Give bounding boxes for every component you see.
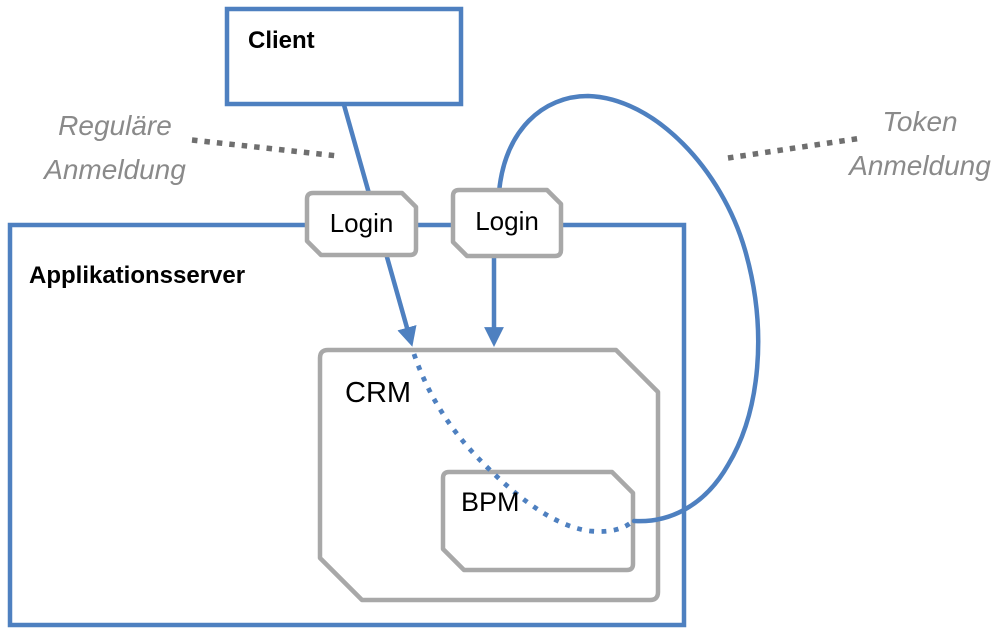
regular-login-leader-dots — [191, 137, 339, 159]
login-right-label: Login — [475, 206, 539, 236]
regular-login-annotation: Reguläre Anmeldung — [25, 104, 205, 192]
session-dotted-curve — [411, 353, 635, 534]
token-login-annotation-line2: Anmeldung — [849, 150, 991, 181]
login-left-label: Login — [329, 208, 394, 238]
client-box — [224, 6, 464, 107]
bpm-box — [440, 469, 636, 573]
token-login-curve — [496, 93, 761, 524]
regular-login-annotation-line2: Anmeldung — [44, 154, 186, 185]
client-label: Client — [248, 27, 315, 54]
bpm-label: BPM — [461, 487, 520, 517]
crm-label: CRM — [345, 377, 412, 409]
token-login-leader-dots — [727, 135, 863, 161]
login-right-box — [450, 187, 564, 259]
regular-login-annotation-line1: Reguläre — [58, 110, 172, 141]
token-login-annotation-line1: Token — [882, 106, 958, 137]
token-login-annotation: Token Anmeldung — [830, 100, 993, 188]
login-left-box — [304, 190, 419, 258]
app-server-label: Applikationsserver — [29, 262, 246, 289]
